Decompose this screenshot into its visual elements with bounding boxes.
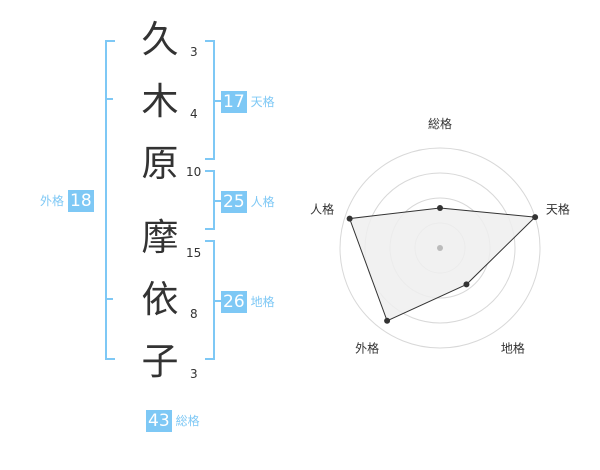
name-char-5: 依	[141, 278, 179, 321]
stroke-count-3: 10	[186, 165, 202, 179]
chikaku-label: 地格	[250, 295, 275, 309]
tenkaku-label: 天格	[250, 95, 275, 109]
radar-point-3	[384, 317, 391, 324]
stroke-count-1: 3	[190, 45, 198, 59]
soukaku-badge: 43 総格	[146, 410, 200, 432]
gaikaku-label: 外格	[40, 194, 65, 208]
jinkaku-label: 人格	[250, 195, 275, 209]
gaikaku-value: 18	[68, 190, 94, 212]
bracket-tick	[105, 298, 113, 300]
name-char-4: 摩	[141, 216, 179, 259]
tenkaku-value: 17	[221, 91, 247, 113]
radar-point-2	[463, 281, 470, 288]
radar-center-dot	[437, 245, 443, 251]
radar-point-0	[437, 205, 443, 211]
gaikaku-bracket	[105, 40, 115, 360]
radar-axis-label: 総格	[428, 116, 452, 131]
bracket-tick	[213, 300, 221, 302]
bracket-tick	[213, 100, 221, 102]
chikaku-badge: 26 地格	[221, 291, 275, 313]
tenkaku-badge: 17 天格	[221, 91, 275, 113]
stroke-count-6: 3	[190, 367, 198, 381]
name-char-1: 久	[141, 18, 179, 61]
radar-area	[348, 207, 537, 322]
radar-axis-label: 地格	[501, 340, 525, 355]
jinkaku-badge: 25 人格	[221, 191, 275, 213]
radar-axis-label: 人格	[310, 202, 334, 217]
gaikaku-badge: 外格 18	[40, 190, 94, 212]
radar-point-1	[532, 214, 539, 221]
stroke-count-2: 4	[190, 107, 198, 121]
soukaku-label: 総格	[175, 414, 200, 428]
radar-axis-label: 外格	[355, 340, 379, 355]
chikaku-value: 26	[221, 291, 247, 313]
name-char-6: 子	[141, 340, 179, 383]
stroke-count-4: 15	[186, 246, 202, 260]
soukaku-value: 43	[146, 410, 172, 432]
name-char-3: 原	[141, 142, 179, 185]
stroke-count-5: 8	[190, 307, 198, 321]
fortune-radar-chart: 総格 天格 地格 外格 人格	[310, 116, 570, 355]
jinkaku-value: 25	[221, 191, 247, 213]
name-char-2: 木	[141, 80, 179, 123]
bracket-tick	[105, 98, 113, 100]
radar-points	[346, 205, 539, 324]
radar-point-4	[346, 215, 353, 222]
bracket-tick	[213, 200, 221, 202]
radar-axis-label: 天格	[546, 202, 570, 217]
